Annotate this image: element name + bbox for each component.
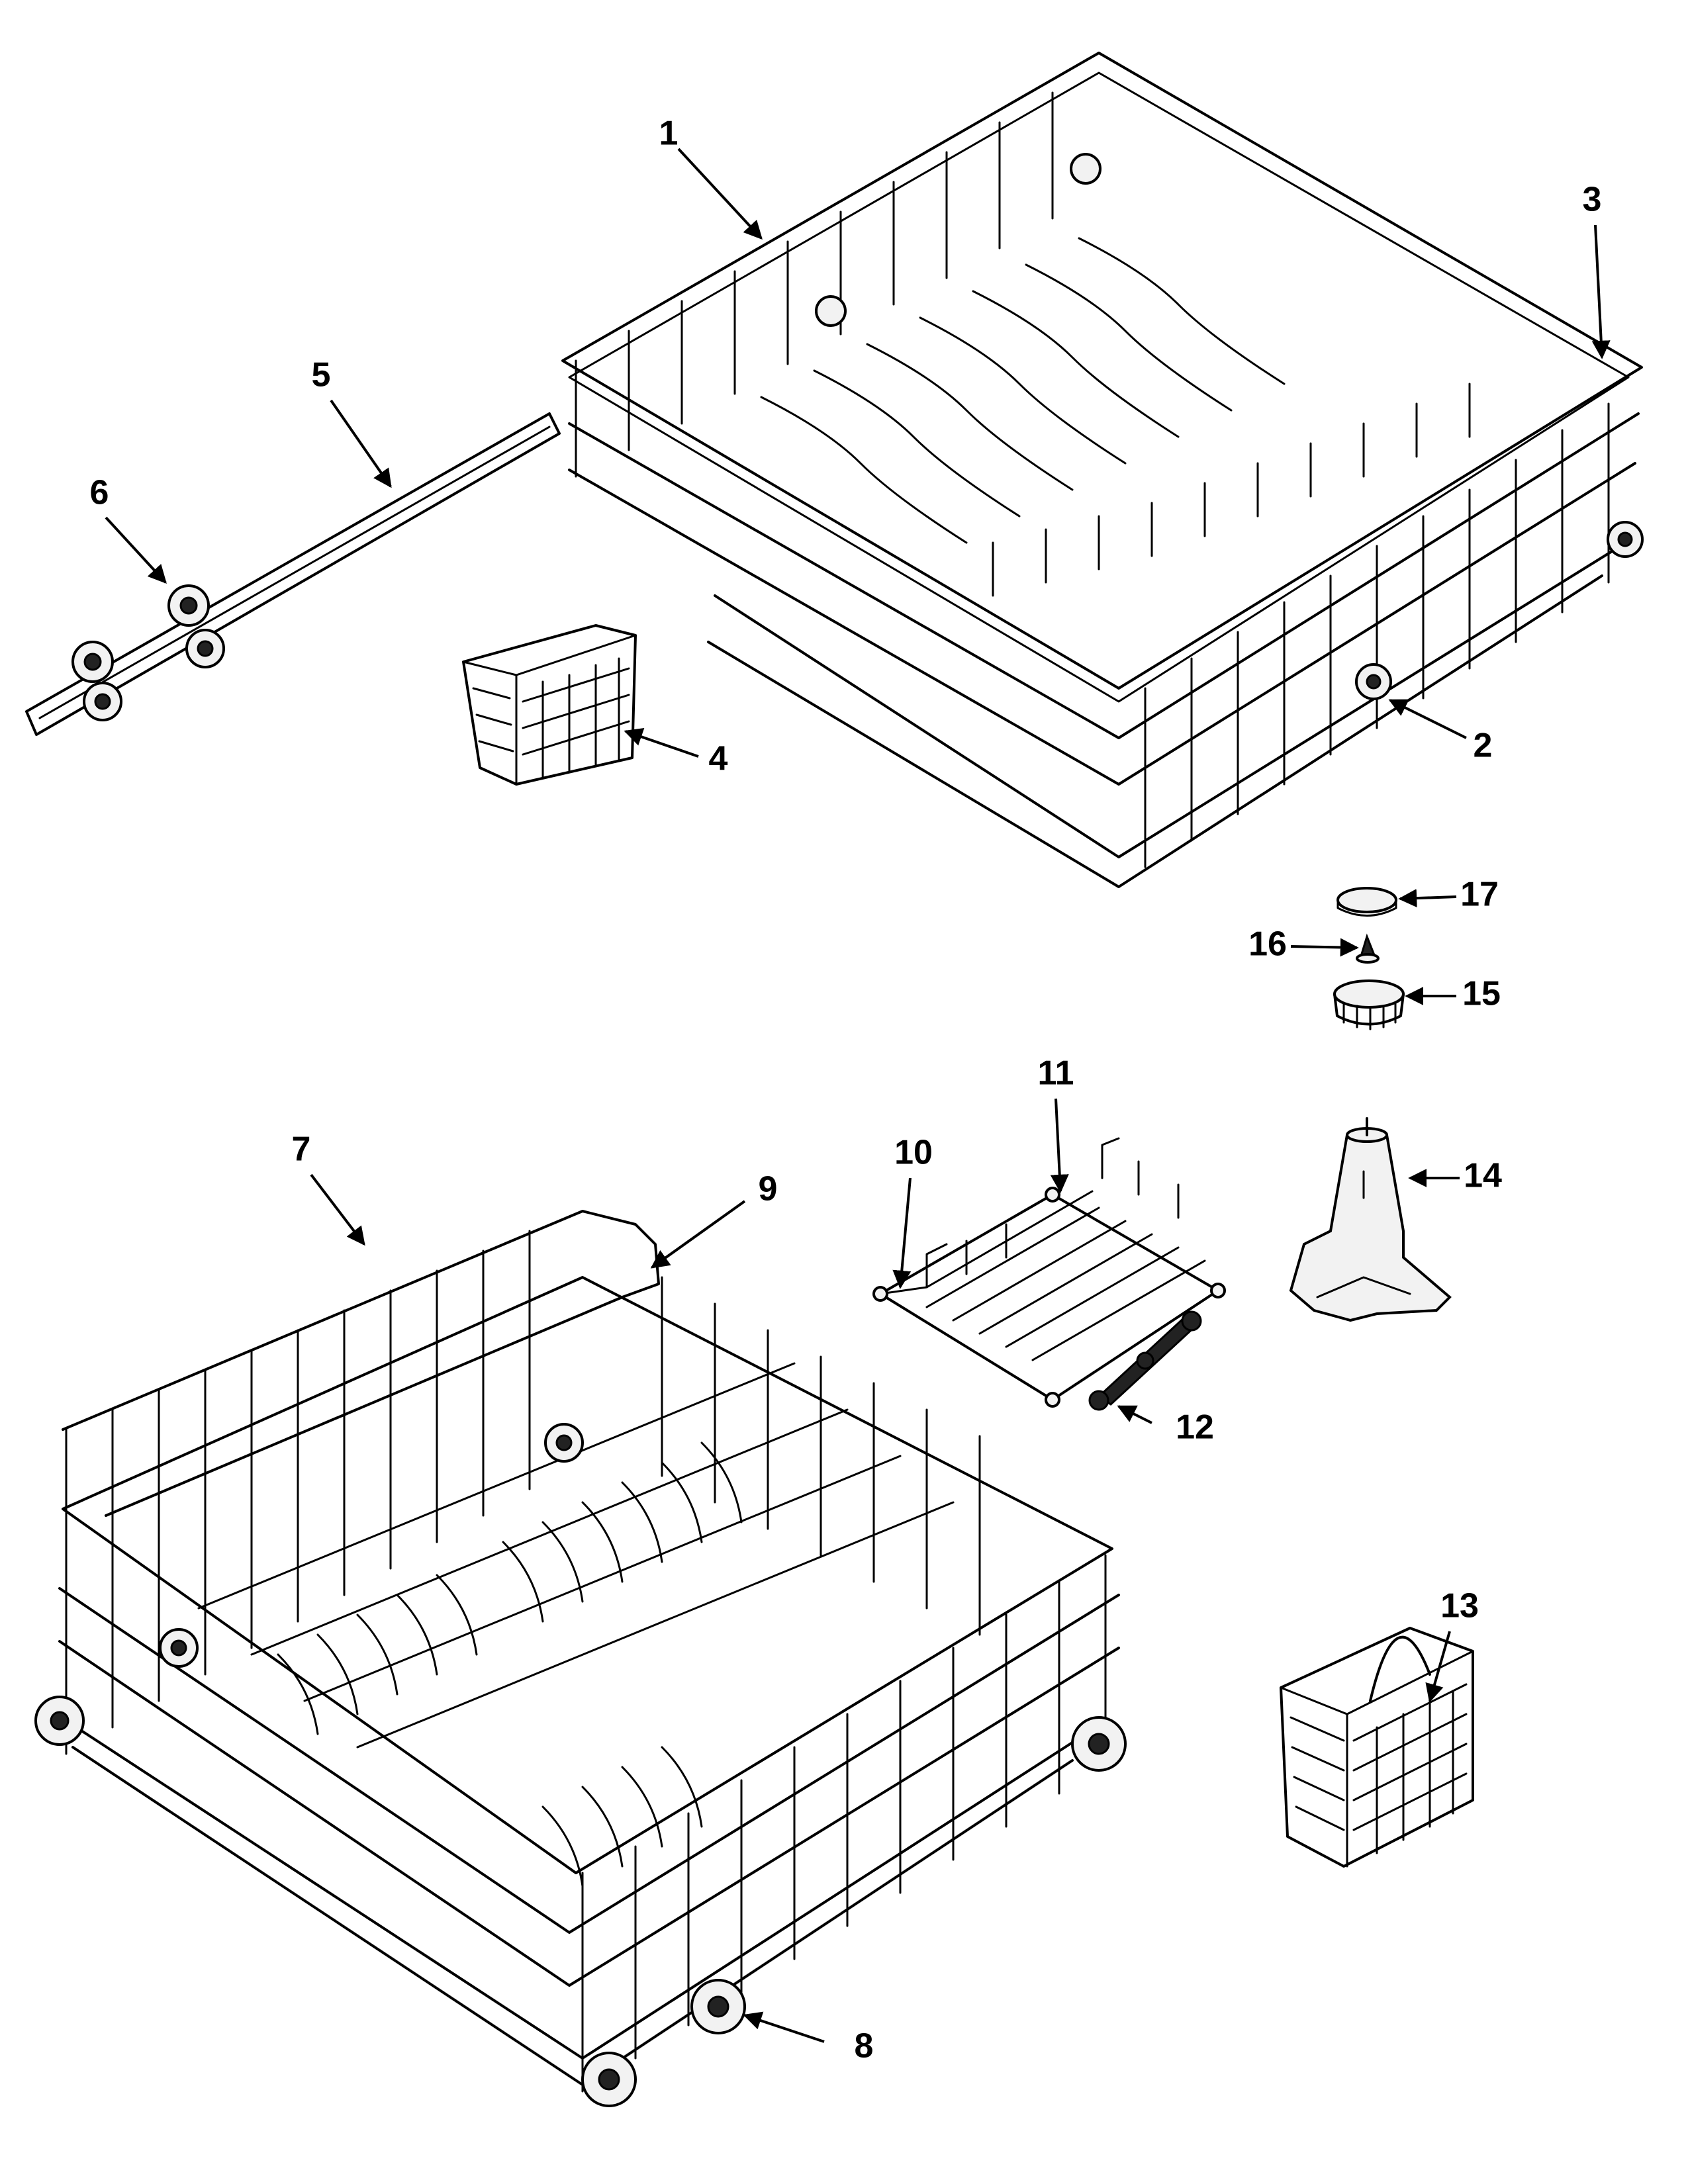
callout-2: 2 xyxy=(1474,727,1493,765)
fold-down-tine-row xyxy=(872,1137,1226,1408)
callout-4: 4 xyxy=(709,740,728,778)
leader-5 xyxy=(330,399,392,488)
leader-10 xyxy=(892,1177,912,1289)
callout-6: 6 xyxy=(90,474,109,512)
callout-7: 7 xyxy=(292,1130,311,1169)
leader-9 xyxy=(650,1200,746,1269)
cap xyxy=(1336,887,1397,917)
callout-16: 16 xyxy=(1248,925,1287,964)
leader-12 xyxy=(1117,1405,1152,1424)
leader-3 xyxy=(1591,224,1611,359)
callout-14: 14 xyxy=(1464,1157,1502,1195)
leader-1 xyxy=(677,148,763,240)
check-valve xyxy=(1356,933,1380,964)
upper-silverware-basket xyxy=(462,624,637,786)
callout-15: 15 xyxy=(1462,975,1501,1013)
callout-11: 11 xyxy=(1038,1054,1074,1093)
rail-wheels xyxy=(71,584,225,721)
lower-rack-wheels xyxy=(34,1696,1127,2107)
callout-5: 5 xyxy=(312,356,331,394)
leader-16 xyxy=(1290,938,1359,957)
leader-6 xyxy=(105,516,167,584)
feed-tube xyxy=(1289,1117,1452,1322)
callout-3: 3 xyxy=(1583,181,1602,219)
leader-7 xyxy=(310,1173,365,1246)
callout-13: 13 xyxy=(1440,1587,1479,1625)
callout-leaders xyxy=(105,148,1611,2043)
leader-8 xyxy=(743,2011,825,2043)
lower-silverware-basket xyxy=(1280,1627,1474,1868)
callout-1: 1 xyxy=(659,114,679,153)
tine-row-clip xyxy=(1088,1310,1202,1411)
leader-13 xyxy=(1425,1631,1451,1703)
leader-11 xyxy=(1050,1098,1069,1193)
callout-12: 12 xyxy=(1176,1408,1214,1447)
callout-17: 17 xyxy=(1460,876,1499,914)
leader-4 xyxy=(624,727,699,758)
callout-9: 9 xyxy=(759,1170,778,1208)
callout-8: 8 xyxy=(855,2027,874,2066)
nozzle-collar xyxy=(1333,979,1405,1030)
callout-10: 10 xyxy=(894,1134,933,1172)
callout-numbers: 1 2 3 4 5 6 7 8 9 10 11 12 13 14 15 16 1… xyxy=(90,114,1602,2066)
leader-17 xyxy=(1398,889,1457,908)
rack-rail xyxy=(25,412,561,736)
upper-rack xyxy=(561,52,1644,888)
leader-2 xyxy=(1388,699,1467,739)
